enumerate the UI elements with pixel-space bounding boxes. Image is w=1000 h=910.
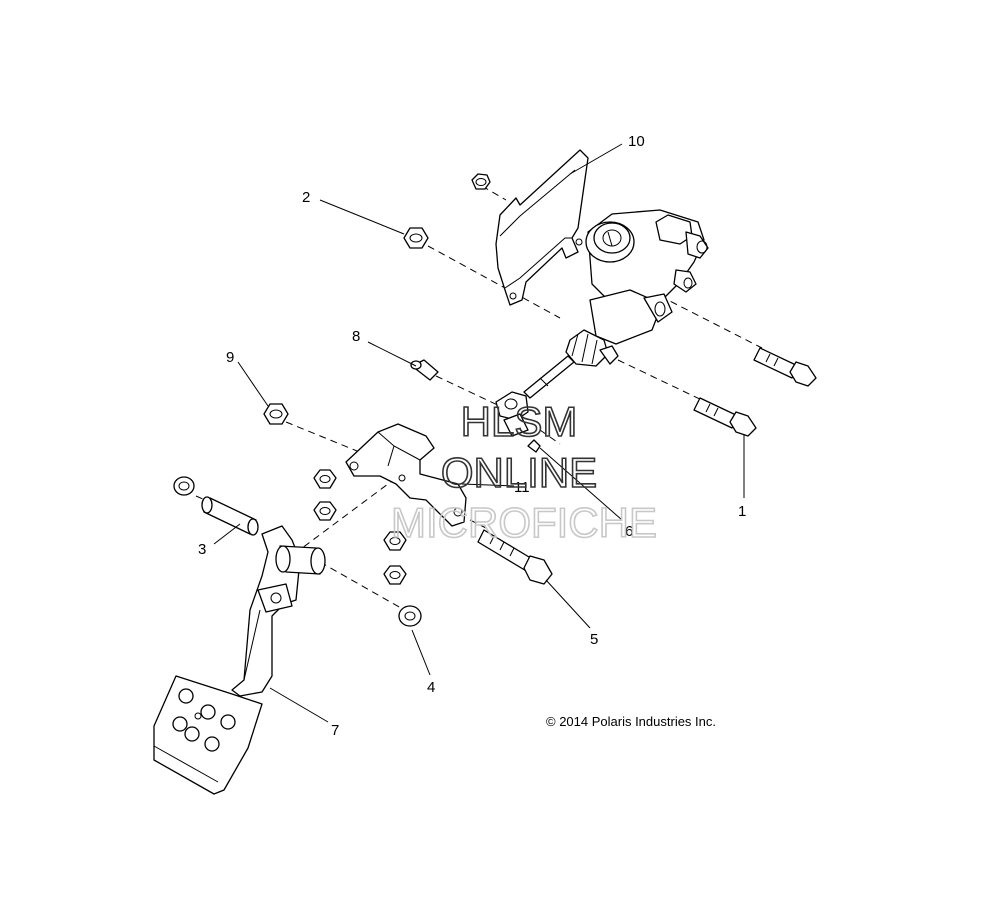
leader-lines <box>213 143 745 723</box>
brake-pedal <box>153 525 326 795</box>
heat-shield-plate <box>495 149 589 306</box>
callout-6: 6 <box>625 523 633 540</box>
callout-labels: 1 2 3 4 5 6 7 8 9 10 11 <box>198 133 746 739</box>
watermark-line-2: ONLINE <box>441 449 597 496</box>
pedal-washer <box>398 605 422 627</box>
bracket-nuts <box>313 469 407 585</box>
cotter-pin <box>527 439 541 453</box>
pivot-bolt <box>477 529 553 585</box>
pedal-bushing <box>201 496 259 536</box>
copyright-notice: © 2014 Polaris Industries Inc. <box>546 714 716 729</box>
clevis-pin <box>410 359 439 381</box>
pedal-bracket <box>345 423 467 527</box>
callout-1: 1 <box>738 503 746 520</box>
flange-nut-9 <box>263 403 289 425</box>
mount-bolt-upper <box>753 347 817 387</box>
master-cylinder <box>523 209 709 399</box>
callout-7: 7 <box>331 722 339 739</box>
bushing-cap <box>173 476 195 496</box>
watermark: HLSM ONLINE MICROFICHE <box>390 397 658 547</box>
pedal-pad-holes <box>172 688 236 752</box>
mount-bolt-lower <box>693 397 757 437</box>
callout-3: 3 <box>198 541 206 558</box>
callout-8: 8 <box>352 328 360 345</box>
shield-nut <box>471 173 491 190</box>
callout-5: 5 <box>590 631 598 648</box>
callout-10: 10 <box>628 133 645 150</box>
clevis <box>495 391 529 437</box>
callout-11: 11 <box>514 479 530 496</box>
callout-9: 9 <box>226 349 234 366</box>
flange-nut-2 <box>403 227 429 249</box>
watermark-line-3: MICROFICHE <box>391 499 657 546</box>
callout-2: 2 <box>302 189 310 206</box>
callout-4: 4 <box>427 679 435 696</box>
watermark-line-1: HLSM <box>461 398 578 445</box>
